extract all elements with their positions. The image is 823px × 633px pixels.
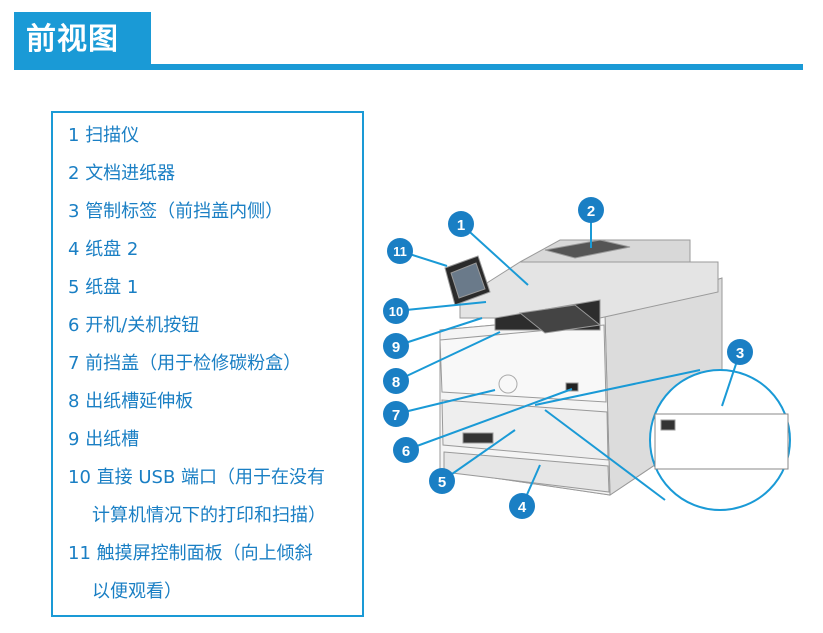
printer-illustration [439, 239, 791, 511]
svg-text:5: 5 [438, 474, 446, 491]
legend-item-4: 4 纸盘 2 [68, 239, 139, 260]
svg-text:8: 8 [392, 374, 400, 391]
callout-3: 3 [727, 339, 753, 365]
callout-7: 7 [383, 401, 409, 427]
svg-text:1: 1 [457, 217, 465, 234]
printer-diagram: 1 2 3 4 5 6 7 8 9 10 11 [383, 197, 791, 519]
callout-6: 6 [393, 437, 419, 463]
legend-item-10: 10 直接 USB 端口（用于在没有 [68, 467, 326, 488]
callout-11: 11 [387, 238, 413, 264]
legend-item-9: 9 出纸槽 [68, 429, 140, 450]
page-title: 前视图 [14, 12, 151, 68]
svg-text:3: 3 [736, 345, 744, 362]
legend-box [51, 111, 364, 617]
legend-item-5: 5 纸盘 1 [68, 277, 139, 298]
callout-5: 5 [429, 468, 455, 494]
title-underline [14, 64, 803, 70]
callout-10: 10 [383, 298, 409, 324]
svg-text:6: 6 [402, 443, 410, 460]
callout-8: 8 [383, 368, 409, 394]
legend-item-3: 3 管制标签（前挡盖内侧） [68, 201, 284, 222]
legend-item-1: 1 扫描仪 [68, 125, 140, 146]
svg-text:4: 4 [518, 499, 527, 516]
legend-item-8: 8 出纸槽延伸板 [68, 391, 194, 412]
legend-item-2: 2 文档进纸器 [68, 163, 176, 184]
legend-item-10-cont: 计算机情况下的打印和扫描） [92, 505, 326, 526]
callout-9: 9 [383, 333, 409, 359]
svg-text:7: 7 [392, 407, 400, 424]
callout-4: 4 [509, 493, 535, 519]
callout-1: 1 [448, 211, 474, 237]
legend-item-7: 7 前挡盖（用于检修碳粉盒） [68, 353, 302, 374]
svg-text:9: 9 [392, 339, 400, 356]
svg-text:11: 11 [393, 244, 407, 259]
svg-text:10: 10 [389, 304, 403, 319]
callout-badges: 1 2 3 4 5 6 7 8 9 10 11 [383, 197, 753, 519]
legend-item-6: 6 开机/关机按钮 [68, 315, 200, 336]
legend-item-11: 11 触摸屏控制面板（向上倾斜 [68, 543, 313, 564]
callout-2: 2 [578, 197, 604, 223]
legend-item-11-cont: 以便观看） [92, 581, 182, 602]
svg-text:2: 2 [587, 203, 595, 220]
